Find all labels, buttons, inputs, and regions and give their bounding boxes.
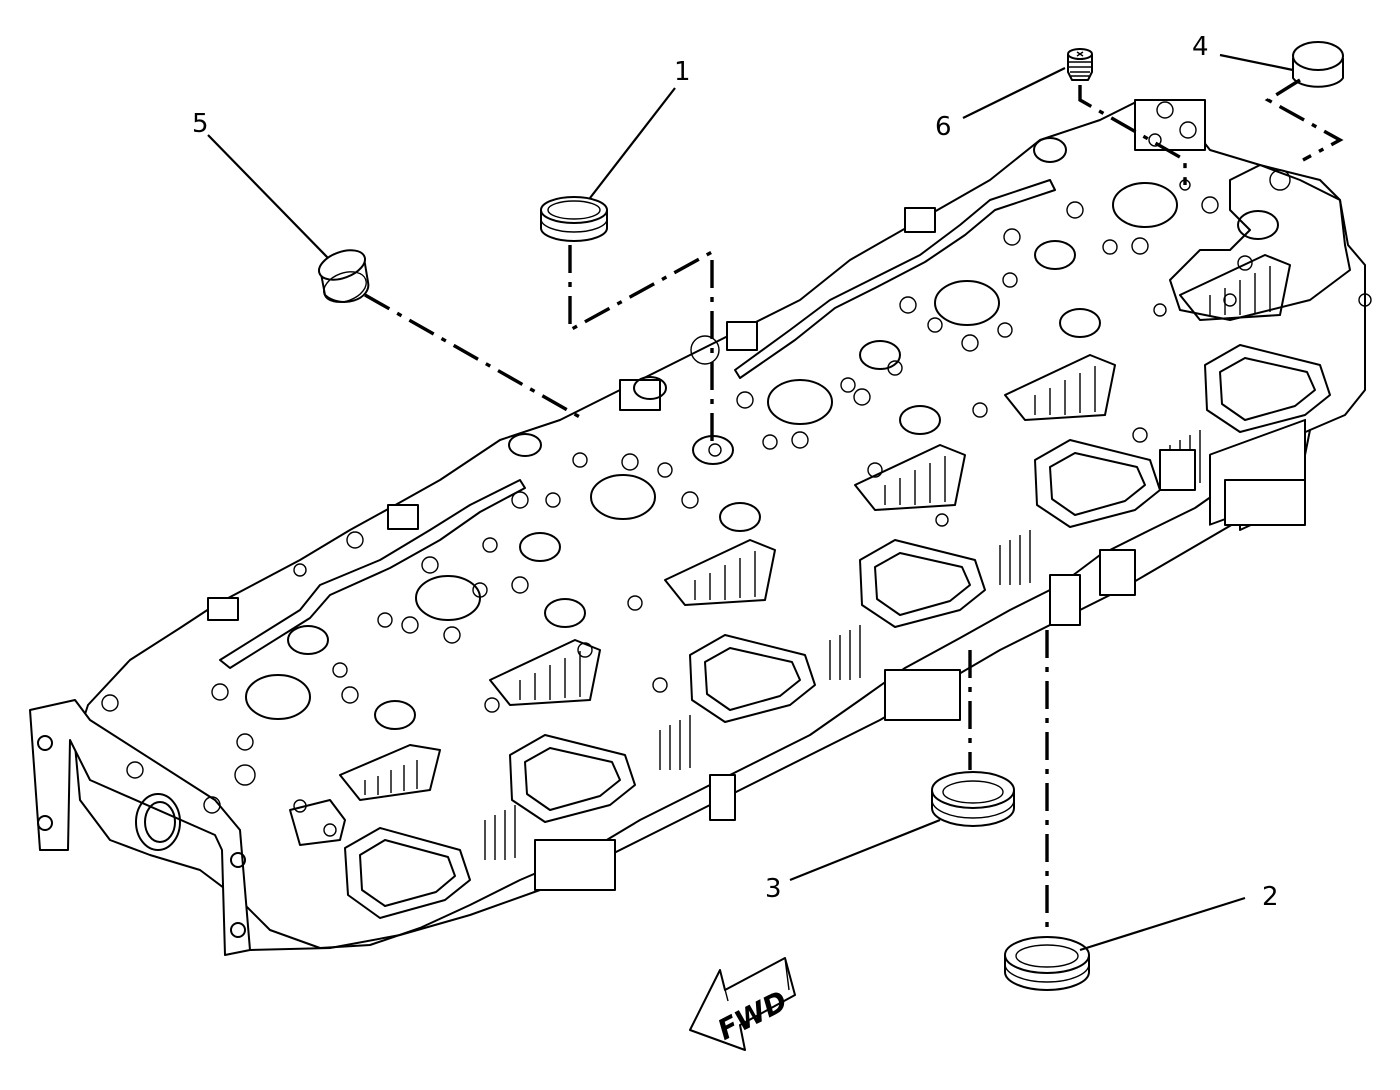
front-end-details [37,735,346,938]
callout-5: 5 [192,109,209,139]
callout-3: 3 [765,874,782,904]
bore-holes [245,182,1178,720]
assembly-centerlines [364,78,1344,930]
callout-4: 4 [1192,32,1209,62]
medium-holes [287,137,1279,730]
part-6-plug-screw [1067,48,1093,81]
part-2-seal-ring [1004,936,1090,991]
part-5-cup-plug [318,249,370,303]
part-1-seal-sleeve [540,196,608,242]
callout-labels: 1 2 3 4 5 6 [192,32,1279,912]
callout-1: 1 [674,57,691,87]
part-4-cup-plug [1292,41,1344,88]
leader-lines [207,53,1294,952]
callout-2: 2 [1262,882,1279,912]
callout-6: 6 [935,112,952,142]
part-3-seal-ring [931,771,1015,827]
bolt-holes [101,101,1372,814]
valve-pockets [339,254,1291,801]
forward-direction-arrow: FWD [689,957,796,1051]
runner-hatching [484,430,1306,891]
port-openings [344,344,1331,919]
cylinder-head [29,99,1372,956]
